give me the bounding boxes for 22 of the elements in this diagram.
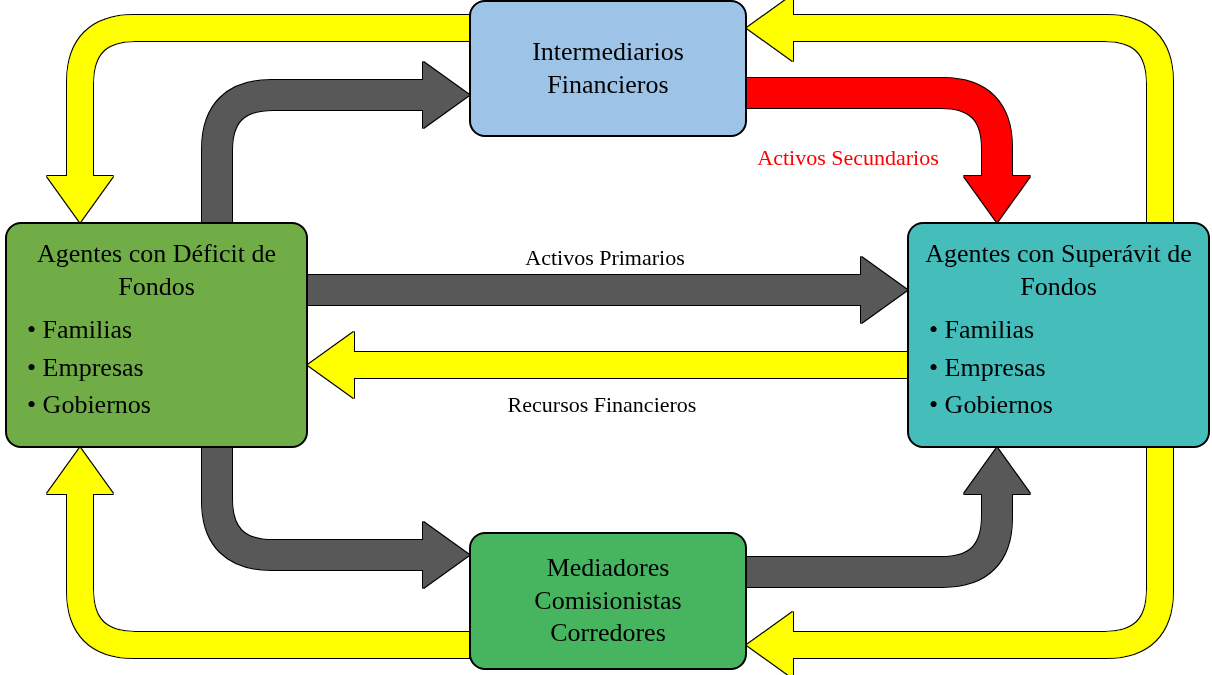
list-item: • Empresas (27, 351, 144, 384)
list-item: • Gobiernos (27, 389, 151, 422)
flow-box (469, 0, 747, 137)
block-arrow (747, 78, 1030, 222)
list-item: • Empresas (929, 351, 1046, 384)
list-item: • Familias (929, 314, 1035, 346)
flow-box (469, 532, 747, 670)
block-arrow (47, 448, 469, 658)
block-arrow (747, 0, 1173, 222)
list-item: • Familias (27, 314, 133, 346)
box-title: Agentes con Déficit de Fondos (36, 238, 277, 303)
block-arrow (308, 332, 907, 398)
box-title: Intermediarios Financieros (531, 36, 685, 101)
block-arrow (747, 448, 1173, 675)
block-arrow (308, 257, 907, 323)
box-title: Mediadores Comisionistas Corredores (533, 552, 683, 650)
box-title: Agentes con Superávit de Fondos (925, 238, 1192, 303)
flow-box (5, 222, 308, 448)
flow-box (907, 222, 1210, 448)
list-item: • Gobiernos (929, 389, 1053, 422)
block-arrow (47, 15, 469, 222)
block-arrow (747, 448, 1030, 587)
